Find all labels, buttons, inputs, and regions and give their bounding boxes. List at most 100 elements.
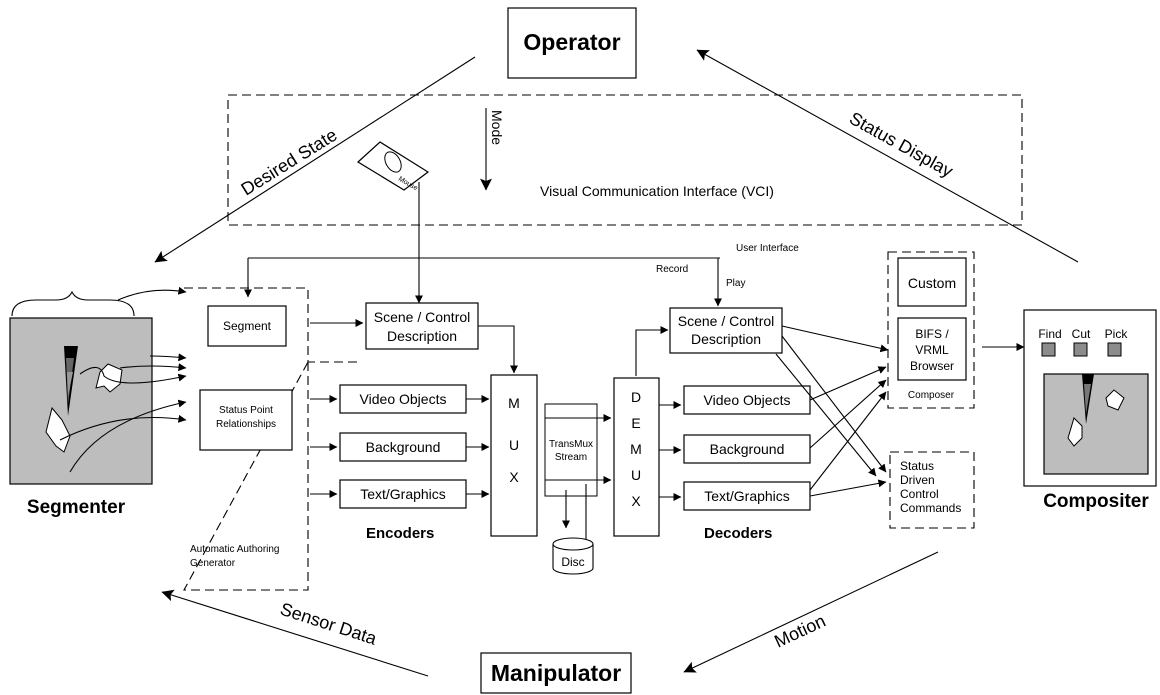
custom-label: Custom [908,275,956,291]
mux-letter-m: M [508,395,520,411]
demux-letter-x: X [631,493,641,509]
segmenter-node: Segmenter [9,290,153,518]
pick-button [1107,342,1122,357]
status-driven-line-2: Driven [900,473,935,487]
vci-label: Visual Communication Interface (VCI) [540,183,774,199]
play-label: Play [726,278,745,289]
mux-letter-x: X [509,469,519,485]
enc-scene-to-mux-arrow [478,325,518,374]
mouse-icon: Mouse [357,141,430,192]
status-point-box [199,389,293,451]
enc-video-box [339,384,467,414]
segmenter-label: Segmenter [27,497,126,518]
aag-line-1: Automatic Authoring [190,544,280,555]
dec-scene-line-1: Scene / Control [678,313,775,329]
transmux-line-2: Stream [555,452,587,463]
bifs-line-1: BIFS / [915,327,949,341]
status-display-arrow [696,49,1079,263]
dec-background-box [683,434,811,464]
sensor-data-label: Sensor Data [278,599,380,649]
seg-curve-2 [149,353,187,362]
sensor-data-arrow [161,589,429,677]
aag-line-2: Generator [190,558,236,569]
segment-label: Segment [223,319,272,333]
segmenter-brace [11,290,135,317]
dec-video-label: Video Objects [704,392,791,408]
dec-text-label: Text/Graphics [704,488,790,504]
dec-scene-line-2: Description [691,331,761,347]
record-label: Record [656,264,688,275]
mux-box [490,374,538,537]
dec-scene-to-status-arrow-1 [781,335,887,473]
decoders-label: Decoders [704,525,772,542]
enc-scene-line-1: Scene / Control [374,309,471,325]
desired-state-label: Desired State [238,125,341,200]
operator-label: Operator [523,29,620,55]
cut-button [1073,342,1088,357]
enc-scene-box [365,302,479,350]
seg-curve-5 [59,414,187,441]
motion-arrow [683,551,939,673]
transmux-line-1: TransMux [549,439,593,450]
enc-scene-line-2: Description [387,328,457,344]
demux-box [613,377,660,537]
status-driven-region [889,451,975,529]
desired-state-arrow [154,56,476,263]
dec-video-to-composer-arrow [809,366,887,401]
enc-background-label: Background [366,439,441,455]
seg-curve-6 [69,399,187,473]
segmenter-blob-2 [45,406,71,453]
mode-label: Mode [489,110,505,145]
mux-letter-u: U [509,437,519,453]
user-interface-label: User Interface [736,243,799,254]
segment-box [207,305,287,347]
composer-label: Composer [908,390,955,401]
enc-video-label: Video Objects [360,391,447,407]
custom-box [897,257,967,307]
disc-label: Disc [561,555,584,569]
status-driven-line-1: Status [900,459,934,473]
compositer-label: Compositer [1043,491,1149,512]
enc-text-box [339,479,467,509]
find-label: Find [1038,327,1061,341]
compositer-blob-1 [1105,389,1125,411]
status-point-line-1: Status Point [219,405,273,416]
dec-scene-box [669,307,783,354]
dec-scene-to-composer-arrow [781,325,889,353]
bifs-line-2: VRML [915,343,949,357]
demux-letter-m: M [630,441,642,457]
compositer-node: Find Cut Pick Compositer [1023,309,1157,512]
dec-video-box [683,385,811,415]
manipulator-node: Manipulator [480,652,632,694]
status-driven-line-3: Control [900,487,939,501]
transmux-box [544,403,598,497]
bifs-box [897,317,967,381]
seg-curve-4 [79,366,187,384]
demux-letter-e: E [631,415,640,431]
enc-text-label: Text/Graphics [360,486,446,502]
disc-icon: Disc [552,537,594,575]
segmenter-panel [9,317,153,485]
cut-label: Cut [1072,327,1091,341]
pick-label: Pick [1105,327,1129,341]
compositer-blob-2 [1067,417,1083,447]
seg-curve-3 [119,363,187,372]
demux-letter-d: D [631,389,641,405]
manipulator-label: Manipulator [491,660,621,686]
seg-curve-1 [117,286,187,301]
composer-region [887,251,975,409]
aag-region [183,287,362,591]
demux-letter-u: U [631,467,641,483]
dec-scene-to-status-arrow-2 [775,353,877,477]
status-driven-line-4: Commands [900,501,961,515]
status-display-label: Status Display [846,108,956,181]
manipulator-frame [480,652,632,694]
find-button [1041,342,1056,357]
encoders-label: Encoders [366,525,434,542]
status-point-line-2: Relationships [216,419,276,430]
dec-text-to-composer-arrow [809,391,887,491]
dec-bg-to-composer-arrow [809,379,887,449]
bifs-line-3: Browser [910,359,954,373]
vci-region [227,94,1023,226]
